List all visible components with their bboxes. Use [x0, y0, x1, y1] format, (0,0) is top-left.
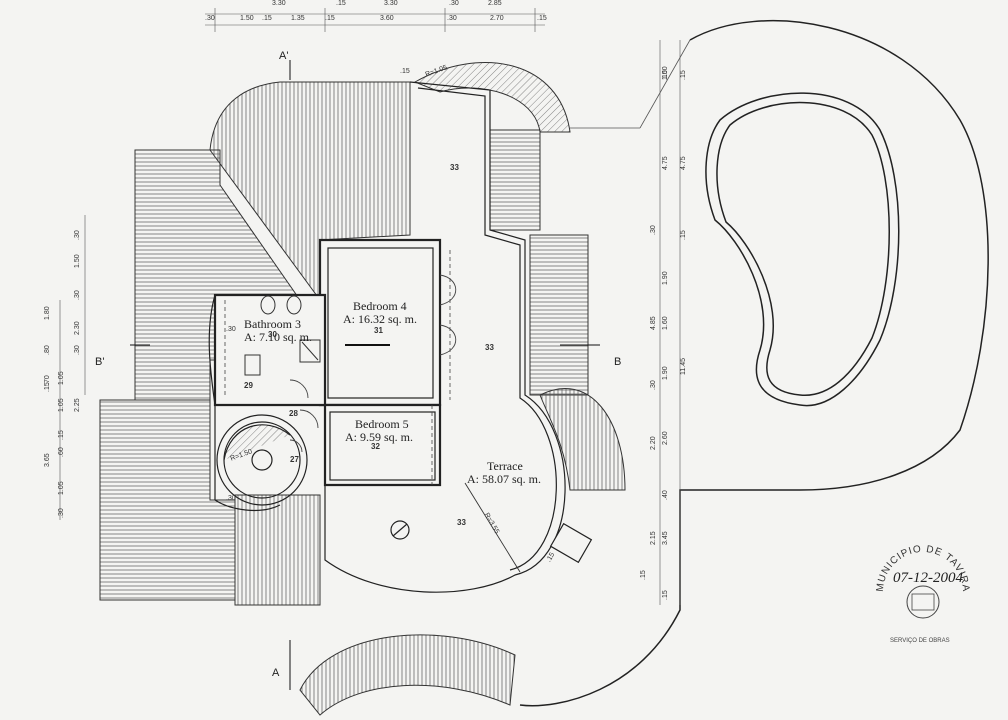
bottom-curved-stair — [299, 634, 516, 716]
pool — [519, 19, 989, 707]
dim-label: .30 — [226, 495, 236, 502]
dimension-value: .30 — [449, 0, 459, 7]
walls — [213, 238, 442, 487]
level-mark: 33 — [450, 163, 459, 172]
dimension-value: .30 — [74, 290, 81, 300]
section-b-left: B' — [95, 356, 105, 368]
dimension-value: .30 — [447, 15, 457, 22]
terrace-planter — [549, 522, 593, 564]
bathroom-3-area: A: 7.10 sq. m. — [244, 329, 313, 344]
level-mark: 33 — [457, 518, 466, 527]
level-mark: 31 — [374, 326, 383, 335]
dimension-value: 1.05 — [58, 398, 65, 412]
dimension-value: 1.90 — [662, 366, 669, 380]
municipal-stamp: MUNICIPIO DE TAVIRA 07-12-2004 SERVIÇO D… — [868, 530, 978, 650]
dimension-value: .15 — [680, 70, 687, 80]
section-a-bottom: A — [272, 667, 280, 679]
level-mark: 32 — [371, 442, 380, 451]
bedroom-4-name: Bedroom 4 — [353, 299, 407, 313]
dim-label: .15 — [400, 68, 410, 75]
bedroom-5-name: Bedroom 5 — [355, 417, 409, 431]
dimension-value: .15 — [537, 15, 547, 22]
dimension-value: 2.60 — [662, 431, 669, 445]
door-swings — [289, 274, 457, 453]
stamp-handwriting: 07-12-2004 — [893, 570, 963, 586]
dimension-value: .30 — [58, 508, 65, 518]
level-mark: 27 — [290, 455, 299, 464]
level-mark: 29 — [244, 381, 253, 390]
dimension-value: 3.30 — [384, 0, 398, 7]
dimension-value: 2.70 — [490, 15, 504, 22]
dimension-value: .80 — [44, 345, 51, 355]
dimension-value: .15 — [662, 590, 669, 600]
section-lines — [130, 60, 600, 690]
bedroom-5-area: A: 9.59 sq. m. — [345, 429, 414, 444]
dimension-value: .15 — [640, 570, 647, 580]
spiral-stair — [216, 414, 308, 506]
bathroom-3-name: Bathroom 3 — [244, 317, 301, 331]
bathroom-fixtures — [244, 295, 321, 376]
dimension-value: 2.85 — [488, 0, 502, 7]
stamp-seal-graphic: MUNICIPIO DE TAVIRA 07-12-2004 SERVIÇO D… — [875, 544, 970, 644]
dimension-value: 11.45 — [680, 358, 687, 375]
terrace-name: Terrace — [487, 459, 523, 473]
bedroom-4-area: A: 16.32 sq. m. — [343, 311, 418, 326]
dim-label: .30 — [226, 326, 236, 333]
dimension-value: 1.05 — [58, 481, 65, 495]
dimension-value: .60 — [58, 447, 65, 457]
dimension-value: 2.20 — [650, 436, 657, 450]
dimension-value: 1.90 — [662, 271, 669, 285]
dimension-value: .15 — [325, 15, 335, 22]
bedroom-5-label: Bedroom 5 A: 9.59 sq. m. — [345, 418, 413, 443]
level-mark: 33 — [485, 343, 494, 352]
dimension-value: .30 — [650, 225, 657, 235]
bedroom-4-label: Bedroom 4 A: 16.32 sq. m. — [343, 300, 417, 325]
bathroom-3-label: Bathroom 3 A: 7.10 sq. m. — [244, 318, 312, 343]
dimension-value: 4.75 — [662, 156, 669, 170]
dimension-value: 2.25 — [74, 398, 81, 412]
level-mark: 30 — [268, 330, 277, 339]
section-a-top: A' — [279, 50, 289, 62]
dimension-value: 3.65 — [44, 453, 51, 467]
dimension-value: 1.35 — [291, 15, 305, 22]
dimension-value: .15 — [58, 430, 65, 440]
dimension-value: 1.50 — [74, 254, 81, 268]
terrace-label: Terrace A: 58.07 sq. m. — [467, 460, 541, 485]
dimension-value: 4.85 — [650, 316, 657, 330]
dimension-value: .40 — [662, 490, 669, 500]
terrace-area: A: 58.07 sq. m. — [467, 471, 542, 486]
dimension-value: 1.00 — [662, 66, 669, 80]
dimension-value: 1.50 — [240, 15, 254, 22]
drain-symbol — [390, 520, 410, 540]
dimension-value: 3.45 — [662, 531, 669, 545]
dimension-value: 2.30 — [74, 321, 81, 335]
dimension-value: 3.60 — [380, 15, 394, 22]
level-mark: 28 — [289, 409, 298, 418]
stamp-dept: SERVIÇO DE OBRAS — [890, 638, 950, 644]
dimension-lines — [59, 8, 681, 605]
dimension-value: .15 — [680, 230, 687, 240]
dimension-value: .15 — [262, 15, 272, 22]
dimension-value: .15 — [336, 0, 346, 7]
dimension-value: .15 — [44, 382, 51, 392]
dimension-value: .30 — [74, 230, 81, 240]
dimension-value: 3.30 — [272, 0, 286, 7]
dimension-value: 2.15 — [650, 531, 657, 545]
dimension-value: 1.80 — [44, 306, 51, 320]
dimension-value: 1.60 — [662, 316, 669, 330]
section-b-right: B — [614, 356, 622, 368]
dimension-value: .30 — [74, 345, 81, 355]
dimension-value: .30 — [205, 15, 215, 22]
dimension-value: 1.05 — [58, 371, 65, 385]
dimension-value: .30 — [650, 380, 657, 390]
dimension-value: 4.75 — [680, 156, 687, 170]
